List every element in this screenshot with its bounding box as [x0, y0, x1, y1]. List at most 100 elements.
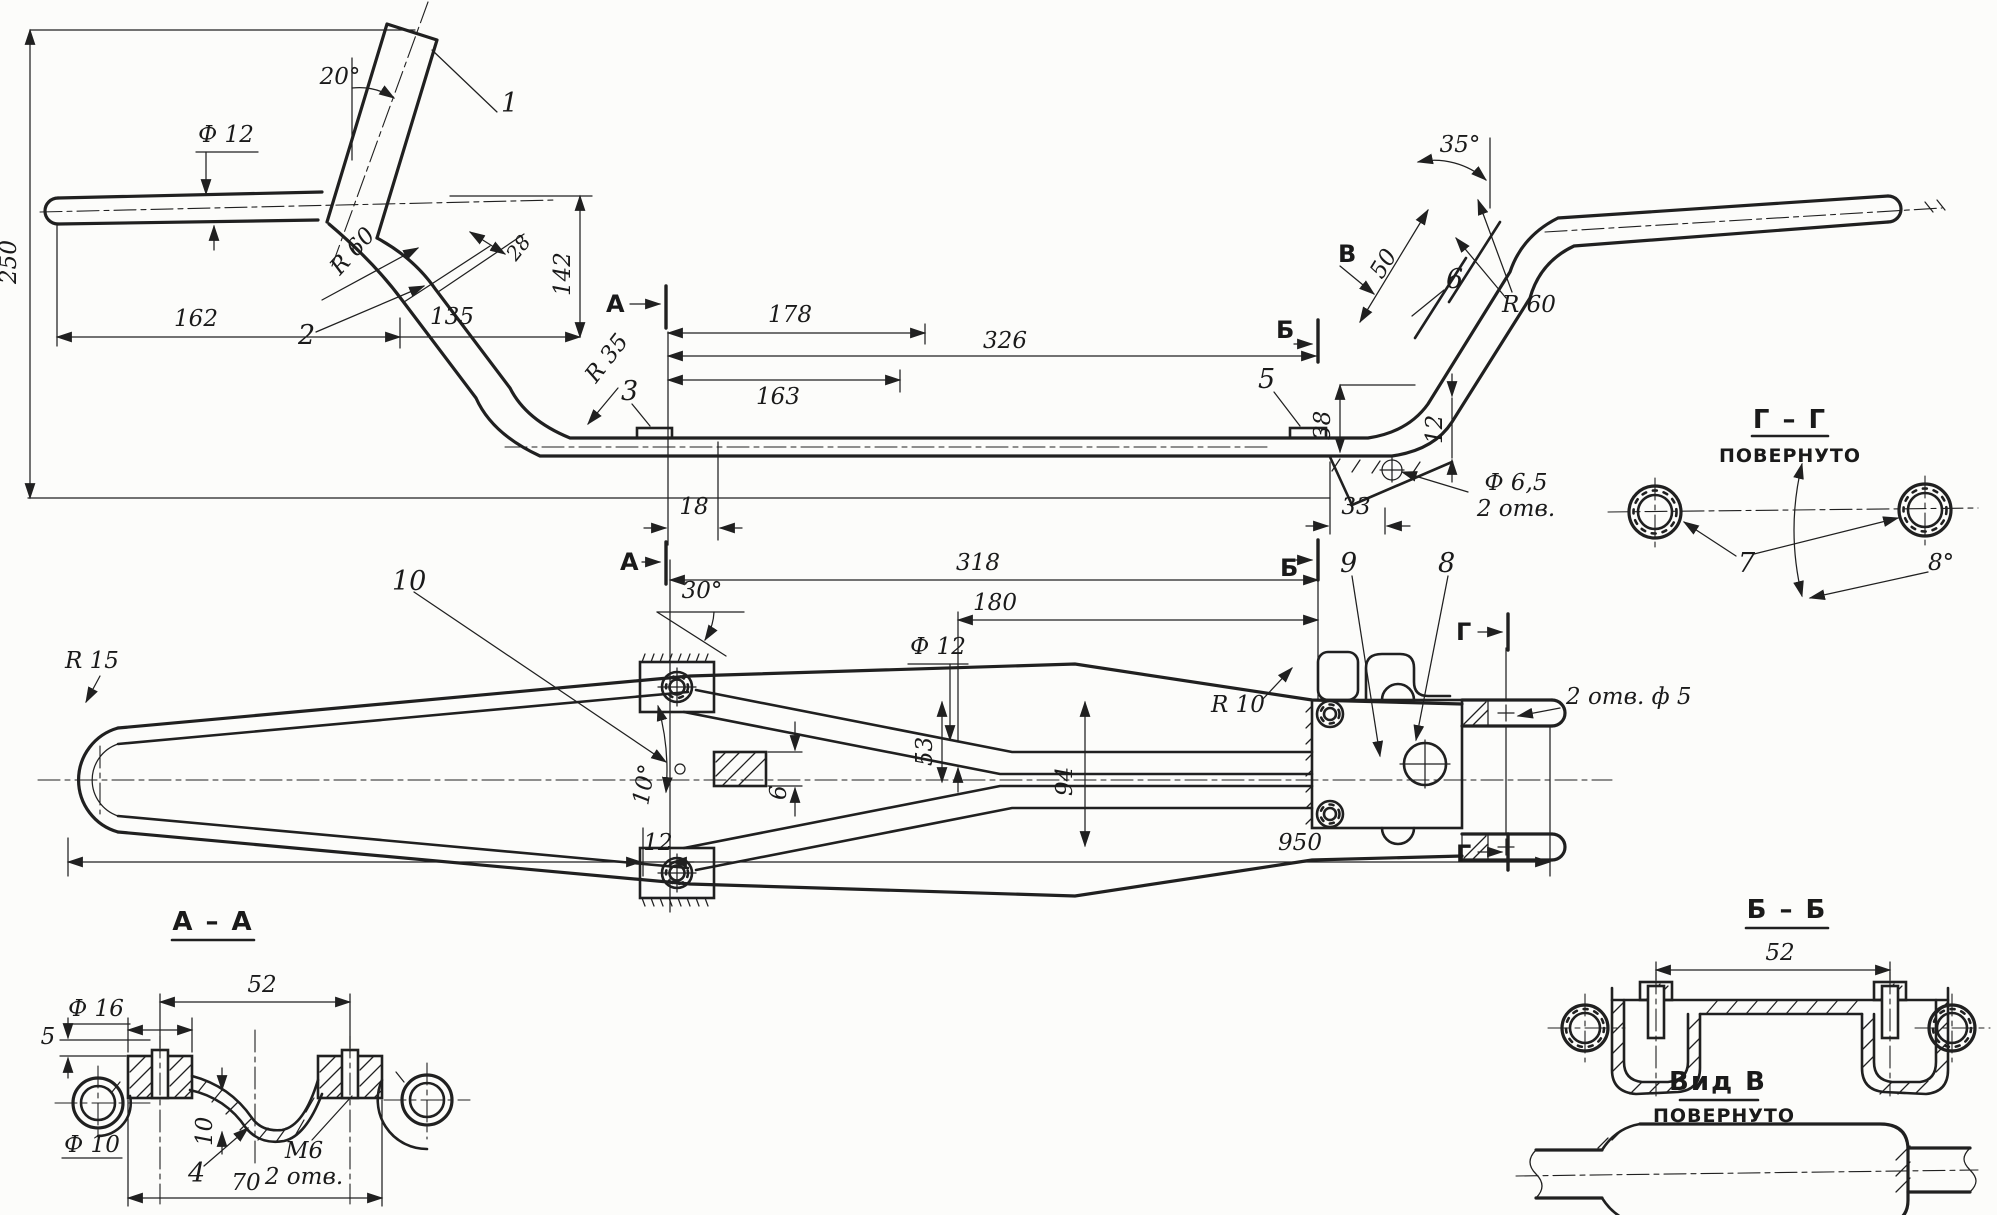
linework [631, 403, 651, 427]
linework [1371, 460, 1381, 474]
part-3-label: 3 [621, 376, 638, 407]
linework [1273, 391, 1301, 427]
linework [1886, 194, 1903, 224]
linework [1600, 1196, 1621, 1215]
linework [704, 897, 709, 907]
linework [359, 1063, 383, 1087]
linework [1607, 507, 1979, 513]
linework [1550, 698, 1567, 728]
linework [1638, 1122, 1910, 1215]
linework [635, 426, 674, 440]
linework [203, 1127, 250, 1167]
linework [1471, 709, 1489, 727]
linework [85, 675, 101, 704]
linework [1477, 198, 1513, 293]
dim-135-label: 135 [430, 304, 474, 330]
linework [1765, 999, 1779, 1015]
linework [1305, 737, 1313, 745]
linework [468, 231, 507, 255]
linework [77, 726, 120, 834]
linework [641, 897, 646, 907]
linework [376, 1078, 429, 1151]
linework [321, 247, 420, 301]
linework [682, 710, 1314, 776]
linework [437, 233, 525, 293]
linework [1305, 801, 1313, 809]
linework [1936, 199, 1946, 211]
r60-left-label: R 60 [324, 223, 380, 281]
linework [1597, 1137, 1609, 1149]
linework [1322, 806, 1338, 822]
linework [295, 1119, 305, 1135]
linework [1351, 575, 1384, 758]
linework [375, 194, 1890, 440]
dim-53-label: 53 [912, 737, 938, 766]
linework [56, 190, 324, 200]
linework [173, 1079, 193, 1099]
linework [1935, 1021, 1949, 1035]
linework [1860, 986, 1950, 1096]
linework [1745, 999, 1759, 1015]
part-10-label: 10 [392, 566, 426, 597]
linework [315, 285, 426, 333]
linework [668, 897, 673, 907]
linework [656, 611, 727, 657]
linework [638, 846, 716, 900]
dim-70-label: 70 [231, 1170, 260, 1196]
linework [413, 591, 668, 763]
linework [638, 660, 716, 714]
linework [1861, 1017, 1875, 1031]
linework [1463, 835, 1487, 859]
linework [1315, 799, 1345, 829]
linework [1529, 1149, 1543, 1199]
linework [1793, 462, 1804, 598]
linework [721, 751, 757, 787]
linework [1319, 803, 1341, 825]
linework [1413, 575, 1449, 742]
linework [1516, 707, 1561, 719]
holes-2otv-d5-label: 2 отв. ф 5 [1565, 684, 1692, 710]
linework [695, 653, 700, 663]
linework [1310, 698, 1464, 830]
linework [1305, 817, 1313, 825]
dim-38-label: 38 [1310, 411, 1336, 440]
linework [56, 218, 320, 226]
dia-6-5-label: Ф 6,5 [1485, 470, 1548, 496]
dim-178-label: 178 [768, 302, 812, 328]
linework [1963, 1147, 1977, 1193]
linework [431, 49, 498, 113]
linework [650, 653, 655, 663]
vidb-hatch [1895, 1145, 1911, 1193]
linework [650, 897, 655, 907]
part-7-label: 7 [1738, 548, 1756, 579]
section-gg-title: Г – Г [1753, 405, 1827, 435]
part-5-label: 5 [1258, 364, 1275, 395]
linework [319, 1055, 337, 1073]
dim-28-label: 28 [500, 230, 535, 266]
linework [686, 897, 691, 907]
dim-318-label: 318 [956, 550, 1000, 576]
dim-94-label: 94 [1052, 767, 1078, 796]
linework [1322, 706, 1338, 722]
linework [39, 199, 557, 213]
dim-180-label: 180 [973, 590, 1017, 616]
linework [331, 1, 429, 267]
linework [1351, 459, 1361, 473]
linework [656, 704, 673, 794]
linework [395, 1071, 405, 1083]
linework [1872, 998, 1938, 1084]
linework [129, 1065, 153, 1089]
angle-10-label: 10° [628, 762, 661, 807]
linework [1935, 1059, 1949, 1073]
linework [1413, 256, 1468, 340]
linework [1935, 1041, 1949, 1055]
linework [1305, 785, 1313, 793]
linework [1665, 1080, 1679, 1094]
linework [1682, 521, 1737, 557]
dim-250-label: 250 [0, 240, 22, 285]
linework [403, 245, 491, 303]
linework [325, 22, 439, 240]
dim-10-label: 10 [192, 1117, 218, 1146]
dim-950-label: 950 [1278, 830, 1322, 856]
